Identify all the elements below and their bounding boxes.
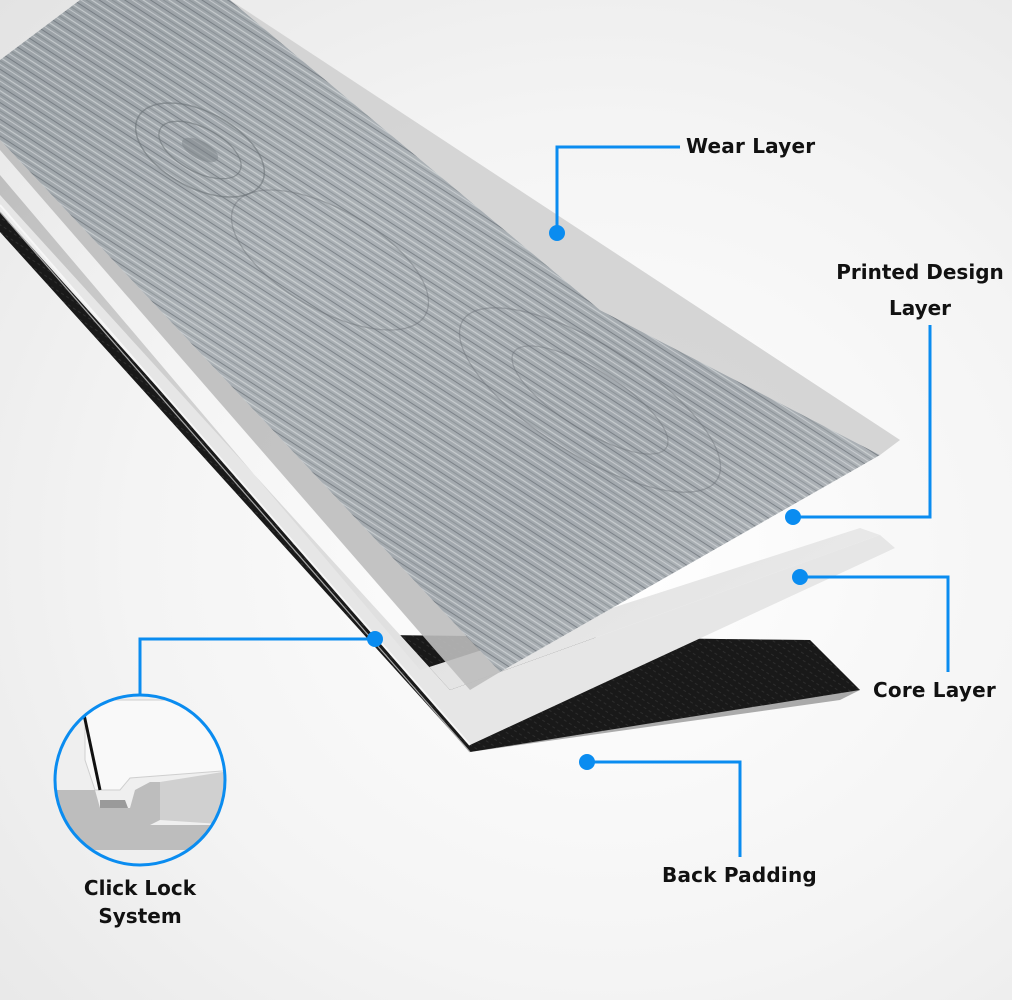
wear-layer-dot: [549, 225, 565, 241]
click-lock-leader: [138, 637, 375, 696]
printed-design-dot: [785, 509, 801, 525]
printed-design-label-line2: Layer: [888, 296, 952, 320]
click-lock-label-line2: System: [98, 904, 182, 928]
wear-layer-leader: [555, 145, 680, 233]
wear-layer-label: Wear Layer: [686, 134, 816, 158]
wear-layer: [0, 0, 900, 690]
click-lock-inset: [53, 693, 227, 867]
core-layer: [0, 150, 895, 753]
core-layer-label: Core Layer: [873, 678, 996, 702]
click-lock-dot: [367, 631, 383, 647]
printed-design-layer-label: Printed Design Layer: [830, 258, 1010, 322]
printed-design-label-line1: Printed Design: [836, 260, 1004, 284]
click-lock-label-line1: Click Lock: [83, 876, 197, 900]
callout-dots: [367, 225, 808, 770]
back-padding-leader: [587, 760, 742, 857]
back-padding-label: Back Padding: [662, 863, 817, 887]
click-lock-system-label: Click Lock System: [60, 874, 220, 930]
printed-design-layer: [0, 0, 880, 672]
printed-design-leader: [793, 325, 932, 519]
core-layer-leader: [800, 575, 950, 672]
back-padding-dot: [579, 754, 595, 770]
core-layer-dot: [792, 569, 808, 585]
callout-lines: [138, 145, 950, 857]
